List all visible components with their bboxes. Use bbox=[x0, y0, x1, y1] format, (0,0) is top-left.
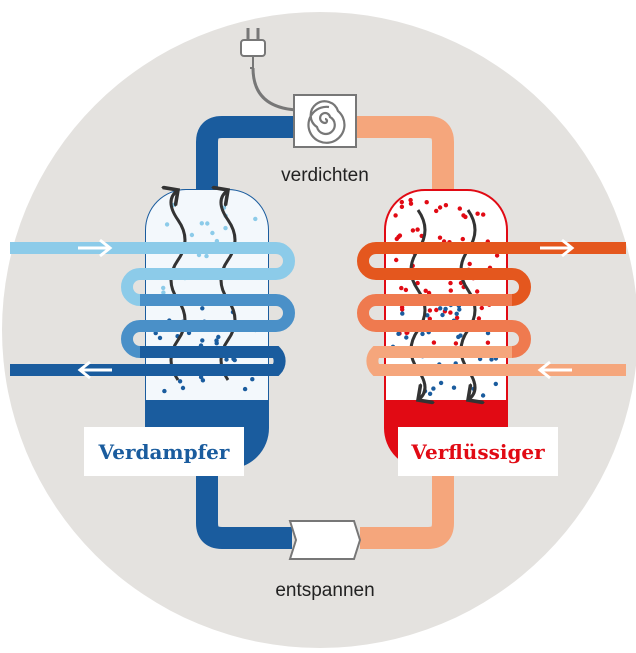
pipe-condenser-to-valve bbox=[360, 465, 454, 549]
particle-dot bbox=[189, 232, 195, 238]
particle-dot bbox=[458, 333, 463, 338]
particle-dot bbox=[434, 307, 439, 313]
particle-dot bbox=[180, 385, 186, 391]
particle-dot bbox=[463, 214, 468, 220]
particle-dot bbox=[427, 391, 433, 396]
particle-dot bbox=[480, 393, 486, 398]
particle-dot bbox=[399, 199, 404, 205]
particle-dot bbox=[443, 203, 449, 208]
particle-dot bbox=[427, 308, 433, 313]
particle-dot bbox=[434, 208, 439, 214]
label-verfluessiger: Verflüssiger bbox=[410, 440, 545, 464]
particle-dot bbox=[438, 380, 444, 386]
particle-dot bbox=[162, 388, 167, 394]
particle-dot bbox=[393, 213, 398, 218]
particle-dot bbox=[200, 378, 206, 383]
particle-dot bbox=[223, 225, 228, 231]
label-verdichten: verdichten bbox=[281, 165, 369, 186]
particle-dot bbox=[493, 381, 498, 387]
particle-dot bbox=[415, 227, 420, 232]
particle-dot bbox=[250, 377, 255, 382]
particle-dot bbox=[210, 230, 215, 236]
particle-dot bbox=[437, 235, 443, 240]
background-circle bbox=[2, 12, 636, 648]
condenser-coil bbox=[357, 238, 626, 380]
particle-dot bbox=[403, 287, 409, 293]
pipe-compressor-to-condenser bbox=[356, 116, 454, 195]
particle-dot bbox=[489, 357, 494, 362]
particle-dot bbox=[451, 385, 457, 390]
particle-dot bbox=[200, 338, 205, 343]
particle-dot bbox=[408, 197, 413, 203]
particle-dot bbox=[479, 305, 484, 311]
particle-dot bbox=[448, 288, 453, 293]
particle-dot bbox=[157, 335, 163, 341]
expansion-valve-icon bbox=[288, 520, 362, 560]
particle-dot bbox=[460, 236, 465, 242]
particle-dot bbox=[204, 253, 209, 259]
particle-dot bbox=[485, 340, 491, 345]
evaporator-coil bbox=[10, 238, 295, 380]
arrow-left-icon bbox=[537, 360, 572, 380]
arrow-right-icon bbox=[540, 238, 575, 258]
particle-dot bbox=[399, 204, 405, 209]
pipe-evaporator-to-compressor bbox=[196, 116, 294, 195]
particle-dot bbox=[427, 316, 432, 321]
arrow-left-icon bbox=[77, 360, 112, 380]
particle-dot bbox=[457, 206, 462, 211]
particle-dot bbox=[404, 335, 409, 340]
power-plug-icon bbox=[240, 28, 299, 112]
particle-dot bbox=[394, 236, 399, 242]
particle-dot bbox=[253, 216, 258, 222]
particle-dot bbox=[394, 257, 399, 263]
particle-dot bbox=[443, 306, 448, 312]
particle-dot bbox=[475, 289, 480, 294]
particle-dot bbox=[396, 331, 401, 336]
particle-dot bbox=[242, 386, 248, 392]
particle-dot bbox=[431, 386, 436, 391]
particle-dot bbox=[399, 285, 404, 291]
particle-dot bbox=[448, 310, 453, 315]
label-verdampfer: Verdampfer bbox=[98, 440, 230, 464]
particle-dot bbox=[216, 334, 221, 340]
label-entspannen: entspannen bbox=[275, 580, 374, 601]
particle-dot bbox=[415, 280, 420, 286]
pipe-valve-to-evaporator bbox=[196, 465, 292, 549]
particle-dot bbox=[454, 315, 460, 320]
particle-dot bbox=[423, 288, 428, 293]
particle-dot bbox=[453, 341, 459, 346]
particle-dot bbox=[424, 200, 429, 205]
particle-dot bbox=[199, 221, 204, 226]
particle-dot bbox=[437, 205, 443, 210]
particle-dot bbox=[410, 228, 416, 233]
particle-dot bbox=[454, 311, 459, 316]
particle-dot bbox=[457, 307, 462, 312]
particle-dot bbox=[214, 341, 219, 346]
particle-dot bbox=[448, 280, 453, 286]
arrow-right-icon bbox=[78, 238, 113, 258]
particle-dot bbox=[475, 211, 480, 216]
particle-dot bbox=[476, 316, 482, 321]
particle-dot bbox=[164, 222, 170, 227]
particle-dot bbox=[494, 253, 500, 258]
label-box-condenser bbox=[398, 427, 558, 476]
particle-dot bbox=[481, 212, 486, 217]
particle-dot bbox=[177, 379, 183, 384]
label-box-evaporator bbox=[84, 427, 244, 476]
particle-dot bbox=[161, 290, 166, 295]
particle-dot bbox=[224, 357, 229, 362]
particle-dot bbox=[431, 340, 437, 345]
particle-dot bbox=[161, 285, 166, 291]
compressor-icon bbox=[293, 94, 357, 148]
particle-dot bbox=[440, 312, 445, 318]
particle-dot bbox=[420, 331, 425, 337]
particle-dot bbox=[467, 261, 472, 267]
particle-dot bbox=[400, 311, 405, 316]
particle-dot bbox=[400, 307, 405, 312]
particle-dot bbox=[200, 306, 205, 311]
particle-dot bbox=[408, 201, 414, 206]
particle-dot bbox=[205, 221, 210, 226]
particle-dot bbox=[438, 306, 443, 311]
